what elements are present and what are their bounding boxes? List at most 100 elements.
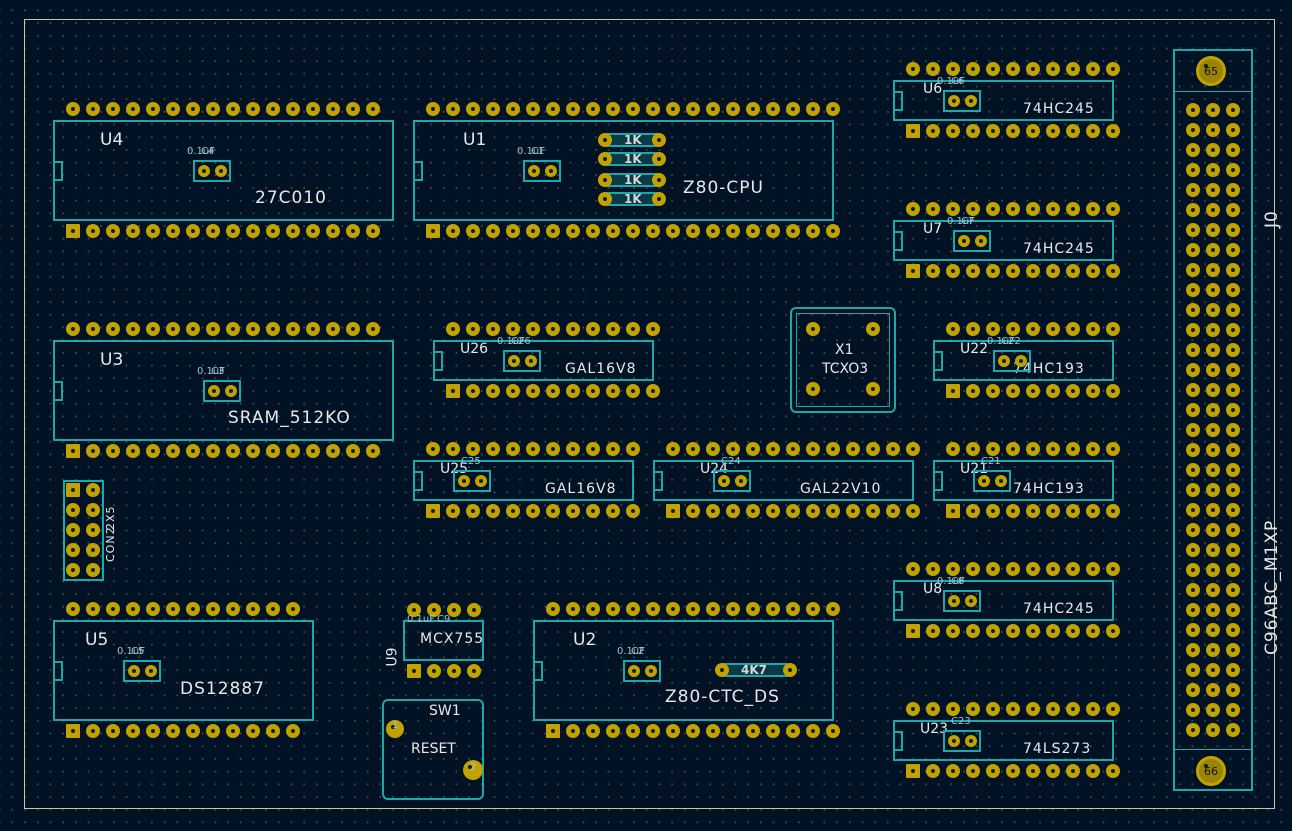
decoupling-capacitor[interactable] xyxy=(503,350,541,372)
ic-u1[interactable] xyxy=(413,120,834,221)
pin-pad xyxy=(946,322,960,336)
bottom-pin-row xyxy=(946,504,1120,518)
pin-pad xyxy=(466,442,480,456)
ic-u5[interactable] xyxy=(53,620,314,721)
decoupling-capacitor[interactable] xyxy=(453,470,491,492)
resistor-pad xyxy=(598,133,612,147)
pin-pad xyxy=(726,442,740,456)
pin-pad xyxy=(546,442,560,456)
pin-pad xyxy=(966,562,980,576)
ic-u24[interactable] xyxy=(653,460,914,501)
pin-pad xyxy=(466,384,480,398)
ic-u7[interactable] xyxy=(893,220,1114,261)
decoupling-capacitor[interactable] xyxy=(943,730,981,752)
pin-pad xyxy=(286,602,300,616)
pin-pad xyxy=(467,603,481,617)
chip-ref: U22 xyxy=(960,341,989,357)
pin-pad xyxy=(826,504,840,518)
header-pin xyxy=(86,503,100,517)
connector-pin xyxy=(1186,483,1200,497)
decoupling-capacitor[interactable] xyxy=(523,160,561,182)
connector-j0[interactable] xyxy=(1173,49,1253,791)
cap-value-label: 0.1uF xyxy=(407,614,435,625)
connector-pin xyxy=(1226,443,1240,457)
pin-pad xyxy=(326,322,340,336)
pin-pad xyxy=(566,224,580,238)
connector-pin xyxy=(1206,323,1220,337)
ic-u9[interactable] xyxy=(403,620,484,661)
ic-u25[interactable] xyxy=(413,460,634,501)
pin-pad xyxy=(606,102,620,116)
ic-u26[interactable] xyxy=(433,340,654,381)
pin-pad xyxy=(326,102,340,116)
decoupling-capacitor[interactable] xyxy=(943,90,981,112)
decoupling-capacitor[interactable] xyxy=(203,380,241,402)
chip-value: GAL16V8 xyxy=(545,481,617,497)
pin-pad xyxy=(826,724,840,738)
ic-u21[interactable] xyxy=(933,460,1114,501)
pin-pad xyxy=(366,224,380,238)
decoupling-capacitor[interactable] xyxy=(193,160,231,182)
pin-pad xyxy=(1046,384,1060,398)
header-con2[interactable] xyxy=(63,480,104,581)
pin-pad xyxy=(1086,504,1100,518)
ic-u4[interactable] xyxy=(53,120,394,221)
decoupling-capacitor[interactable] xyxy=(943,590,981,612)
pin-pad xyxy=(666,224,680,238)
pin-pad xyxy=(1086,322,1100,336)
ic-u22[interactable] xyxy=(933,340,1114,381)
decoupling-capacitor[interactable] xyxy=(623,660,661,682)
pin-pad xyxy=(1006,702,1020,716)
ic-u2[interactable] xyxy=(533,620,834,721)
cap-value-label: 0.1uF xyxy=(187,146,215,157)
crystal-pad xyxy=(806,322,820,336)
cap-ref-label: C22 xyxy=(1001,336,1021,347)
pin-pad xyxy=(966,264,980,278)
reset-switch[interactable] xyxy=(382,699,484,800)
chip-ref: U8 xyxy=(923,581,943,597)
top-pin-row xyxy=(426,442,640,456)
pin-pad xyxy=(806,224,820,238)
resistor-pad xyxy=(652,192,666,206)
ic-u6[interactable] xyxy=(893,80,1114,121)
decoupling-capacitor[interactable] xyxy=(953,230,991,252)
pin-pad xyxy=(946,702,960,716)
connector-pin xyxy=(1226,203,1240,217)
pin1-notch xyxy=(413,160,423,181)
pin-pad xyxy=(566,322,580,336)
header-pin xyxy=(66,523,80,537)
pin-pad xyxy=(1066,702,1080,716)
pin-pad xyxy=(346,444,360,458)
header-value: 2X5 xyxy=(104,505,117,530)
header-pin xyxy=(86,523,100,537)
ic-u3[interactable] xyxy=(53,340,394,441)
chip-value: GAL16V8 xyxy=(565,361,637,377)
chip-ref: U6 xyxy=(923,81,943,97)
ic-u8[interactable] xyxy=(893,580,1114,621)
pin-pad xyxy=(986,702,1000,716)
top-pin-row xyxy=(906,562,1120,576)
connector-pin xyxy=(1186,203,1200,217)
connector-pin xyxy=(1206,483,1220,497)
decoupling-capacitor[interactable] xyxy=(713,470,751,492)
decoupling-capacitor[interactable] xyxy=(973,470,1011,492)
cap-value-label: 0.1uF xyxy=(197,366,225,377)
pin-pad xyxy=(546,724,560,738)
connector-pin xyxy=(1206,303,1220,317)
crystal-x1[interactable] xyxy=(790,307,896,413)
ic-u23[interactable] xyxy=(893,720,1114,761)
resistor-value: 1K xyxy=(624,173,642,187)
resistor-value: 1K xyxy=(624,133,642,147)
decoupling-capacitor[interactable] xyxy=(993,350,1031,372)
pin-pad xyxy=(646,384,660,398)
pin-pad xyxy=(946,624,960,638)
cap-pad xyxy=(144,665,157,677)
pin1-notch xyxy=(893,230,903,251)
pin-pad xyxy=(1006,504,1020,518)
decoupling-capacitor[interactable] xyxy=(123,660,161,682)
pin-pad xyxy=(726,724,740,738)
pin-pad xyxy=(246,602,260,616)
pin-pad xyxy=(786,724,800,738)
pin-pad xyxy=(926,124,940,138)
